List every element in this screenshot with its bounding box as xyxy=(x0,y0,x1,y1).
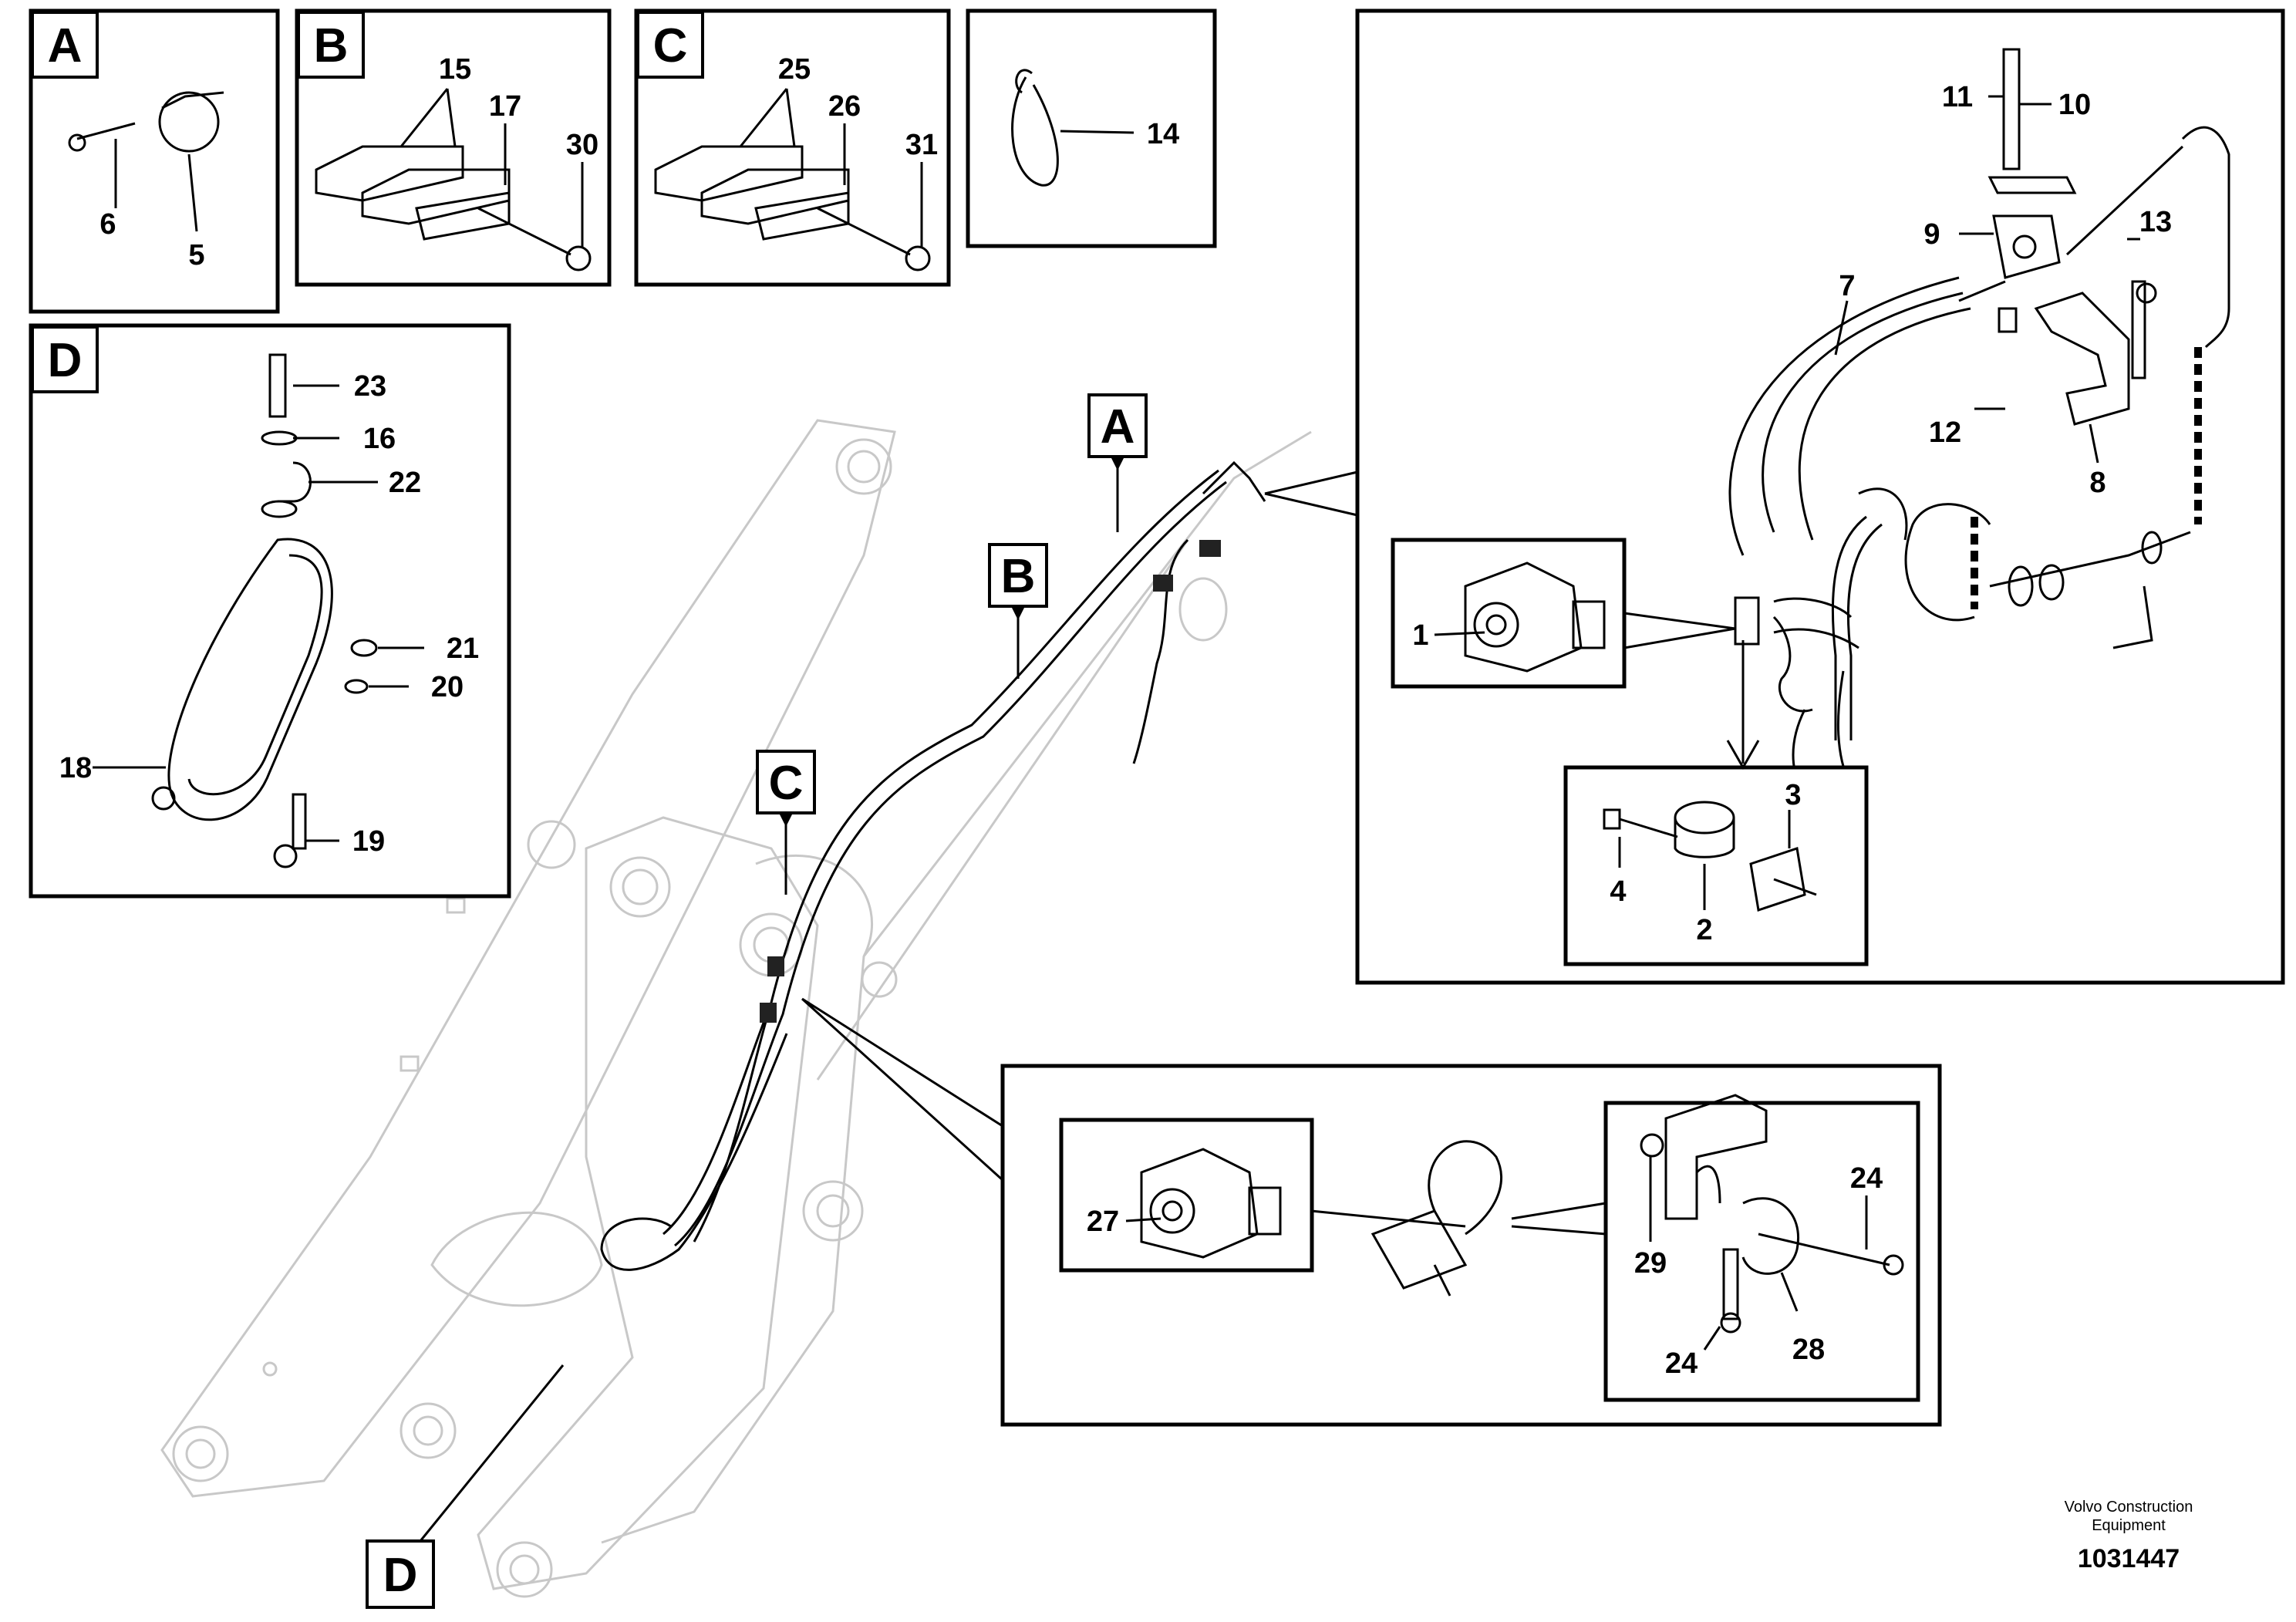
callout-24-bottom: 24 xyxy=(1665,1347,1698,1380)
view-B: B 15 17 30 xyxy=(295,8,612,287)
callout-27: 27 xyxy=(1087,1206,1119,1238)
sub-detail: 3 4 2 xyxy=(1563,640,1869,966)
view-cable-tie: 14 xyxy=(966,8,1217,248)
callout-7: 7 xyxy=(1839,270,1855,302)
arm-tag-B-letter: B xyxy=(1001,550,1036,603)
callout-23: 23 xyxy=(354,370,386,403)
callout-9: 9 xyxy=(1923,218,1940,251)
callout-30: 30 xyxy=(566,129,598,161)
callout-14: 14 xyxy=(1147,118,1179,150)
view-A: A 6 5 xyxy=(29,8,280,314)
callout-21: 21 xyxy=(447,632,479,665)
callout-4: 4 xyxy=(1610,875,1626,908)
callout-24-top: 24 xyxy=(1850,1162,1883,1195)
callout-26: 26 xyxy=(828,90,861,123)
callout-13: 13 xyxy=(2139,206,2172,238)
callout-29: 29 xyxy=(1634,1247,1667,1280)
arm-tag-A-letter: A xyxy=(1101,400,1135,454)
callout-22: 22 xyxy=(389,467,421,499)
callout-2: 2 xyxy=(1696,914,1712,946)
view-C-letter: C xyxy=(653,19,688,73)
callout-17: 17 xyxy=(489,90,521,123)
callout-25: 25 xyxy=(778,53,811,86)
callout-18: 18 xyxy=(59,752,92,784)
callout-28: 28 xyxy=(1792,1334,1825,1366)
document-number: 1031447 xyxy=(2077,1544,2180,1573)
arm-tag-D-letter: D xyxy=(383,1549,418,1602)
callout-19: 19 xyxy=(352,825,385,858)
wire-harness xyxy=(600,460,1266,1271)
brand-line-2: Equipment xyxy=(2092,1517,2166,1534)
view-B-letter: B xyxy=(314,19,349,73)
brand-label: Volvo Construction Equipment xyxy=(2036,1498,2221,1535)
view-C: C 25 26 31 xyxy=(634,8,951,287)
callout-6: 6 xyxy=(99,208,116,241)
view-D: D 23 16 22 21 20 18 19 xyxy=(29,323,511,899)
bottom-detail: 27 24 29 24 28 xyxy=(801,997,1942,1427)
callout-5: 5 xyxy=(188,239,204,271)
callout-20: 20 xyxy=(431,671,464,703)
arm-tag-C: C xyxy=(756,750,816,895)
callout-16: 16 xyxy=(363,423,396,455)
callout-11: 11 xyxy=(1942,81,1973,113)
brand-line-1: Volvo Construction xyxy=(2064,1499,2193,1516)
callout-15: 15 xyxy=(439,53,471,86)
main-detail: 11 10 9 13 7 12 8 1 3 4 2 xyxy=(1264,8,2285,985)
callout-1: 1 xyxy=(1412,619,1428,652)
arm-tag-D: D xyxy=(366,1364,565,1609)
arm-tag-A: A xyxy=(1087,393,1148,532)
callout-31: 31 xyxy=(905,129,938,161)
arm-tag-C-letter: C xyxy=(769,757,804,810)
callout-10: 10 xyxy=(2058,89,2091,121)
callout-8: 8 xyxy=(2089,467,2106,499)
callout-12: 12 xyxy=(1929,416,1961,449)
arm-tag-B: B xyxy=(988,543,1048,679)
view-A-letter: A xyxy=(48,19,83,73)
callout-3: 3 xyxy=(1785,779,1801,811)
view-D-letter: D xyxy=(48,334,83,387)
